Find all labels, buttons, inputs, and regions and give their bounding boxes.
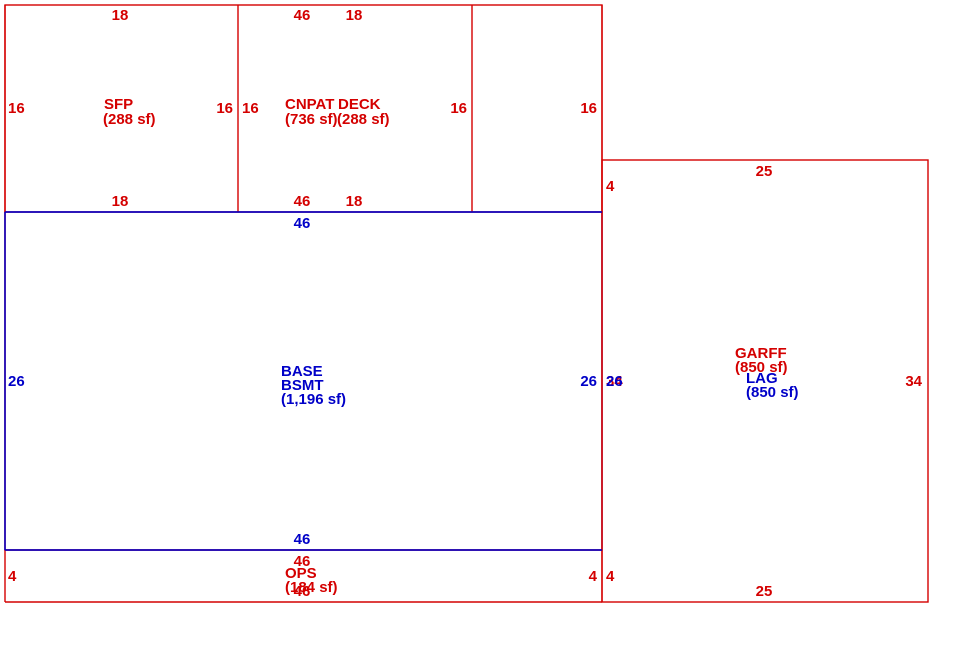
garff-outline — [601, 159, 929, 603]
sfp-bottom-dimension: 18 — [112, 193, 129, 210]
deck-area-label: (288 sf) — [337, 111, 390, 128]
sfp-left-dimension: 16 — [8, 100, 25, 117]
deck-right-dimension: 16 — [450, 100, 467, 117]
ops-area-label: (184 sf) — [285, 579, 338, 596]
base-left-dimension: 26 — [8, 373, 25, 390]
lag-area: 26 LAG (850 sf) — [606, 370, 799, 401]
ops-left-dimension: 4 — [8, 568, 17, 585]
cnpat-area-label: (736 sf) — [285, 111, 338, 128]
ops-bottom-dimension: 46 — [294, 583, 311, 600]
garff-bottom-dimension: 25 — [756, 583, 773, 600]
ops-code: OPS — [285, 565, 317, 582]
base-area-label: (1,196 sf) — [281, 391, 346, 408]
deck-top-dimension: 18 — [346, 7, 363, 24]
garff-right-dimension: 34 — [905, 373, 922, 390]
cnpat-code: CNPAT — [285, 96, 334, 113]
garff-area: 25 25 4 4 34 34 GARFF (850 sf) — [606, 163, 923, 600]
garff-top-dimension: 25 — [756, 163, 773, 180]
garff-left-dimension: 34 — [606, 373, 623, 390]
cnpat-area: 46 46 16 16 CNPAT (736 sf) — [242, 7, 597, 210]
garff-left-upper-dimension: 4 — [606, 178, 615, 195]
base-bottom-dimension: 46 — [294, 531, 311, 548]
sfp-code: SFP — [104, 96, 133, 113]
deck-bottom-dimension: 18 — [346, 193, 363, 210]
garff-code: GARFF — [735, 345, 787, 362]
base-top-dimension: 46 — [294, 215, 311, 232]
deck-area: 18 18 16 DECK (288 sf) — [337, 7, 467, 210]
lag-area-label: (850 sf) — [746, 384, 799, 401]
sfp-right-dimension: 16 — [216, 100, 233, 117]
sfp-top-dimension: 18 — [112, 7, 129, 24]
ops-top-dimension: 46 — [294, 553, 311, 570]
base-area: 46 46 26 26 BASE BSMT (1,196 sf) — [8, 215, 597, 548]
cnpat-top-dimension: 46 — [294, 7, 311, 24]
sfp-area-label: (288 sf) — [103, 111, 156, 128]
deck-code: DECK — [338, 96, 381, 113]
ops-right-dimension: 4 — [589, 568, 598, 585]
lag-code: LAG — [746, 370, 778, 387]
sfp-area: 18 18 16 16 SFP (288 sf) — [8, 7, 233, 210]
lag-left-dimension: 26 — [606, 373, 623, 390]
cnpat-right-dimension: 16 — [580, 100, 597, 117]
cnpat-left-dimension: 16 — [242, 100, 259, 117]
base-right-dimension: 26 — [580, 373, 597, 390]
garff-left-lower-dimension: 4 — [606, 568, 615, 585]
garff-area-label: (850 sf) — [735, 359, 788, 376]
area-outlines — [4, 4, 929, 603]
cnpat-bottom-dimension: 46 — [294, 193, 311, 210]
ops-area: 46 46 4 4 OPS (184 sf) — [8, 553, 598, 600]
bsmt-code: BSMT — [281, 377, 324, 394]
base-code: BASE — [281, 363, 323, 380]
